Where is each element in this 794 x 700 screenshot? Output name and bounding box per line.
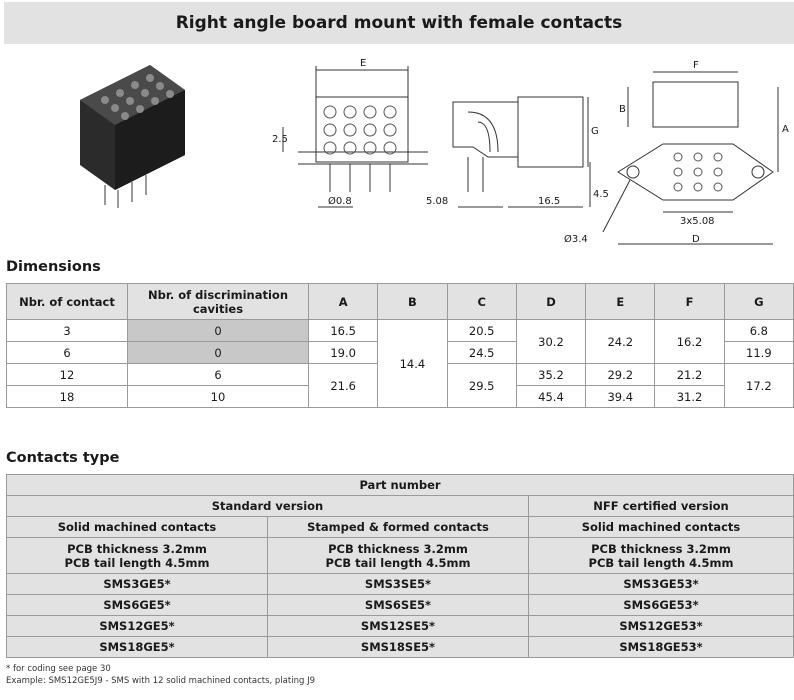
dim-label-4-5: 4.5	[593, 189, 609, 200]
col-discrimination: Nbr. of discrimination cavities	[127, 283, 309, 320]
part-cell: SMS12GE5*	[6, 615, 268, 637]
cell: 21.6	[307, 363, 379, 408]
table-row: 6 0 19.0 24.5 11.9	[6, 341, 794, 364]
technical-drawings: E 2.5 Ø0.8 5.08 16.5 G 4.5 F B A 3x5.08 …	[272, 58, 789, 245]
cell: 16.5	[307, 319, 379, 342]
cell: 12	[6, 363, 128, 386]
dim-label-f: F	[693, 60, 699, 71]
cell: 0	[127, 319, 309, 342]
part-cell: SMS12SE5*	[267, 615, 529, 637]
contacts-table: Part number Standard version NFF certifi…	[6, 474, 794, 658]
dim-label-d: D	[692, 234, 700, 245]
cell: 39.4	[585, 385, 656, 408]
part-cell: SMS6GE5*	[6, 594, 268, 616]
part-cell: SMS18SE5*	[267, 636, 529, 658]
dim-label-a: A	[782, 124, 789, 135]
cell: 18	[6, 385, 128, 408]
col-d: D	[515, 283, 587, 320]
cell: 21.2	[654, 363, 725, 386]
dim-label-0-8: Ø0.8	[328, 195, 352, 207]
part-cell: SMS6SE5*	[267, 594, 529, 616]
dim-label-16-5: 16.5	[538, 196, 560, 207]
col-g: G	[723, 283, 794, 320]
cell: 16.2	[654, 319, 725, 364]
part-cell: SMS12GE53*	[528, 615, 794, 637]
cell: 19.0	[307, 341, 379, 364]
table-row: 3 0 16.5 14.4 20.5 30.2 24.2 16.2 6.8	[6, 319, 794, 408]
part-cell: SMS6GE53*	[528, 594, 794, 616]
cell: 11.9	[723, 341, 794, 364]
cell: 29.2	[585, 363, 656, 386]
nff-version-header: NFF certified version	[528, 495, 794, 517]
cell: 29.5	[446, 363, 517, 408]
dim-label-5-08: 5.08	[426, 196, 448, 207]
table-row: SMS3GE5* SMS3SE5* SMS3GE53*	[6, 573, 794, 595]
dimensions-heading: Dimensions	[6, 259, 101, 275]
col-f: F	[654, 283, 725, 320]
dim-label-3x5-08: 3x5.08	[680, 216, 715, 227]
cell: 6	[6, 341, 128, 364]
cell: 10	[127, 385, 309, 408]
dimensions-table: Nbr. of contact Nbr. of discrimination c…	[6, 283, 794, 408]
cell: 45.4	[515, 385, 587, 408]
page-title: Right angle board mount with female cont…	[4, 2, 794, 44]
col-a: A	[307, 283, 379, 320]
cell: 14.4	[377, 319, 448, 408]
cell: 30.2	[515, 319, 587, 364]
col-stamped-formed: Stamped & formed contacts	[267, 516, 529, 538]
table-row: 18 10 45.4 39.4 31.2	[6, 385, 794, 408]
cell: 35.2	[515, 363, 587, 386]
col-b: B	[377, 283, 448, 320]
col-solid-machined-nff: Solid machined contacts	[528, 516, 794, 538]
part-cell: SMS18GE5*	[6, 636, 268, 658]
cell: 0	[127, 341, 309, 364]
table-row: SMS6GE5* SMS6SE5* SMS6GE53*	[6, 594, 794, 616]
dim-label-g: G	[591, 126, 599, 137]
cell: 6.8	[723, 319, 794, 342]
table-row: 12 6 21.6 29.5 35.2 29.2 21.2 17.2	[6, 363, 794, 408]
part-cell: SMS3GE53*	[528, 573, 794, 595]
part-cell: SMS3SE5*	[267, 573, 529, 595]
cell: 24.5	[446, 341, 517, 364]
cell: 24.2	[585, 319, 656, 364]
col-solid-machined: Solid machined contacts	[6, 516, 268, 538]
table-row: SMS12GE5* SMS12SE5* SMS12GE53*	[6, 615, 794, 637]
cell: 6	[127, 363, 309, 386]
col-nbr-contact: Nbr. of contact	[6, 283, 128, 320]
cell: 31.2	[654, 385, 725, 408]
cell: 17.2	[723, 363, 794, 408]
table-row: SMS18GE5* SMS18SE5* SMS18GE53*	[6, 636, 794, 658]
product-photo	[80, 65, 185, 208]
part-cell: SMS18GE53*	[528, 636, 794, 658]
dim-label-2-5: 2.5	[272, 134, 288, 145]
dim-label-3-4: Ø3.4	[564, 233, 588, 245]
dim-label-e: E	[360, 58, 366, 69]
cell: 3	[6, 319, 128, 342]
table-header-row: Nbr. of contact Nbr. of discrimination c…	[6, 283, 794, 320]
contacts-heading: Contacts type	[6, 450, 120, 466]
part-cell: SMS3GE5*	[6, 573, 268, 595]
footnote-coding: * for coding see page 30	[6, 664, 111, 674]
part-number-header: Part number	[6, 474, 794, 496]
cell: 20.5	[446, 319, 517, 342]
dim-label-b: B	[619, 104, 626, 115]
footnote-example: Example: SMS12GE5J9 - SMS with 12 solid …	[6, 676, 315, 686]
standard-version-header: Standard version	[6, 495, 529, 517]
col-e: E	[585, 283, 656, 320]
col-c: C	[446, 283, 517, 320]
